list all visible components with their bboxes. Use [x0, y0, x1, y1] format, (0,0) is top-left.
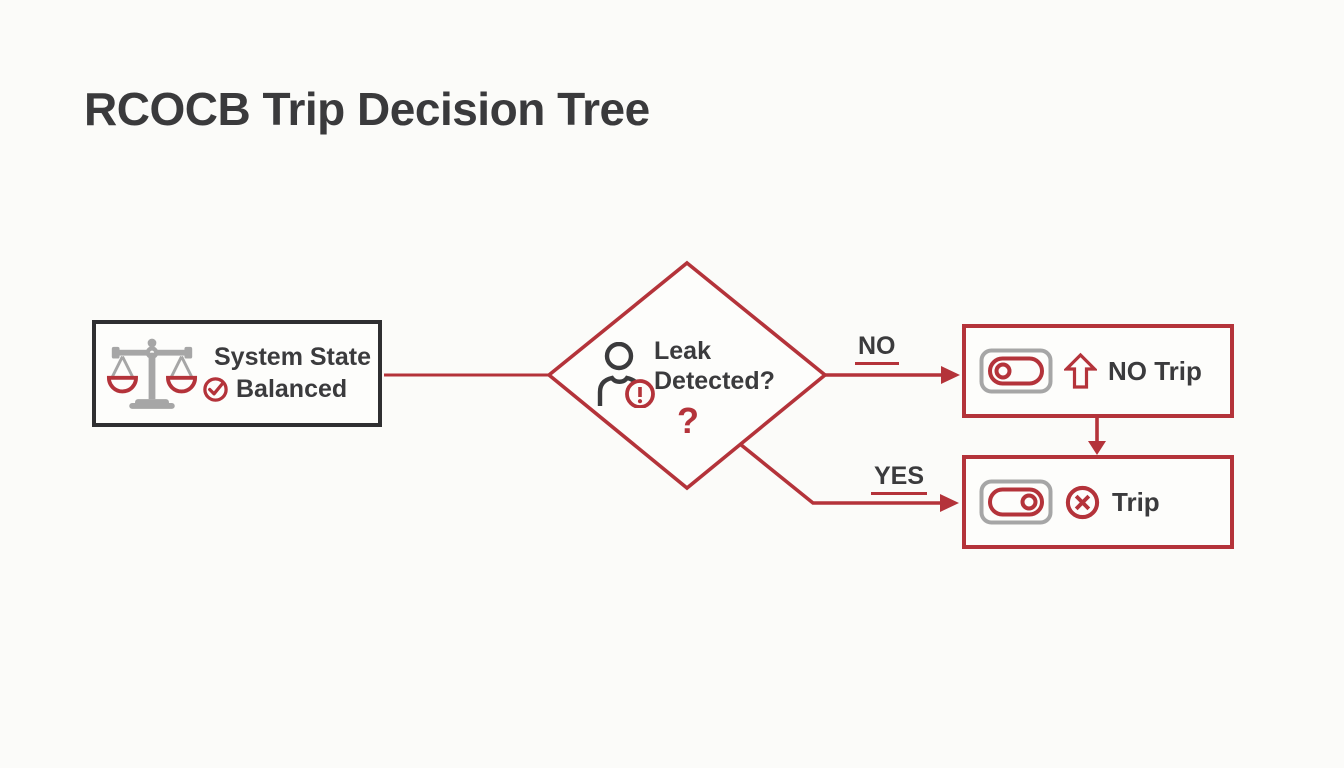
- balance-scale-icon: [106, 338, 198, 409]
- decision-node-icon: [596, 341, 658, 413]
- edge-notrip-to-trip-arrowhead: [1088, 441, 1106, 455]
- toggle-on-icon: [979, 479, 1053, 525]
- edge-yes-line: [738, 442, 941, 505]
- edge-label-no: NO: [855, 333, 899, 366]
- check-circle-icon: [203, 377, 228, 402]
- outcome-node-trip: Trip: [962, 455, 1234, 549]
- arrow-up-icon: [1064, 352, 1097, 389]
- outcome-node-no-trip: NO Trip: [962, 324, 1234, 418]
- start-node-title: System State: [214, 343, 372, 371]
- person-alert-icon: [597, 341, 655, 409]
- toggle-off-icon: [979, 348, 1053, 394]
- edge-no-arrowhead: [941, 366, 960, 384]
- x-circle-icon: [1065, 485, 1100, 519]
- outcome-label-no-trip: NO Trip: [1108, 355, 1202, 386]
- outcome-label-trip: Trip: [1112, 486, 1160, 517]
- edge-yes-arrowhead: [940, 494, 959, 512]
- decision-node-question: Leak Detected?: [654, 337, 775, 395]
- decision-node-question-mark: ?: [677, 400, 699, 441]
- page-title: RCOCB Trip Decision Tree: [84, 83, 650, 135]
- decision-diamond: [546, 260, 828, 491]
- edge-label-yes: YES: [871, 463, 928, 496]
- start-node-status: Balanced: [236, 375, 348, 403]
- start-node-system-state: System State Balanced: [92, 320, 382, 427]
